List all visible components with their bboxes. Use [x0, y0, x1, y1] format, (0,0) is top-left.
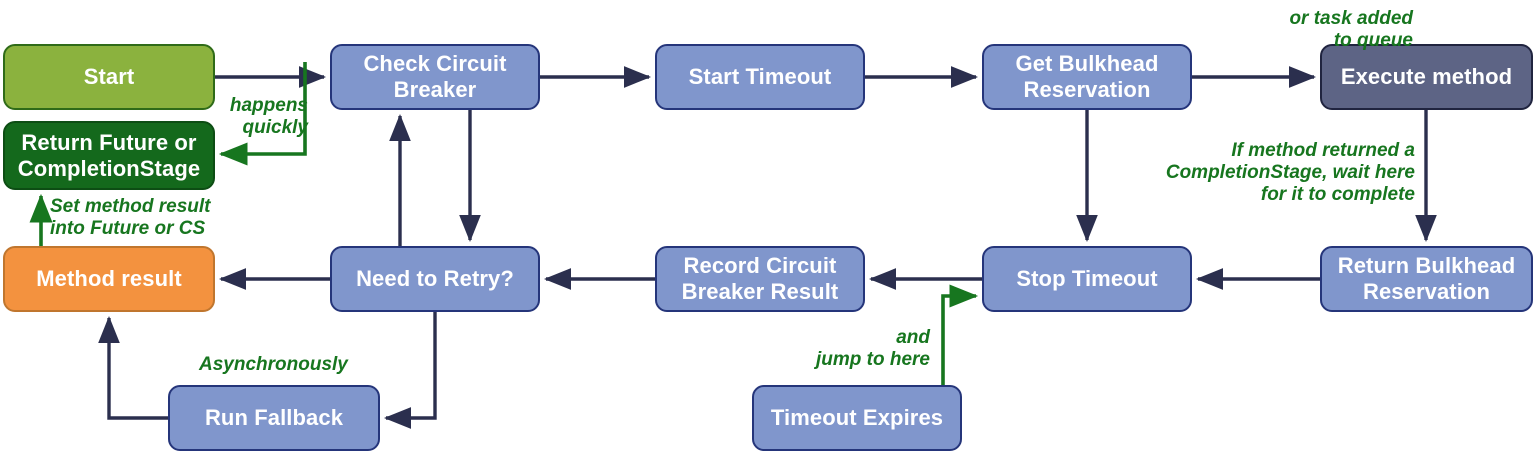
node-method-result[interactable]: Method result — [3, 246, 215, 312]
edge-label-or-task-added: or task added to queue — [1289, 8, 1413, 51]
node-start-timeout[interactable]: Start Timeout — [655, 44, 865, 110]
node-stop-timeout-label: Stop Timeout — [1016, 266, 1158, 292]
node-return-future[interactable]: Return Future or CompletionStage — [3, 121, 215, 190]
node-return-bulkhead-reservation[interactable]: Return Bulkhead Reservation — [1320, 246, 1533, 312]
node-run-fallback[interactable]: Run Fallback — [168, 385, 380, 451]
node-check-circuit-breaker-label: Check Circuit Breaker — [363, 51, 507, 102]
node-start[interactable]: Start — [3, 44, 215, 110]
node-get-bulkhead-reservation[interactable]: Get Bulkhead Reservation — [982, 44, 1192, 110]
edge-need-retry-to-run-fallback — [383, 312, 437, 429]
node-method-result-label: Method result — [36, 266, 182, 292]
node-execute-method-label: Execute method — [1340, 64, 1513, 90]
node-execute-method[interactable]: Execute method — [1320, 44, 1533, 110]
node-timeout-expires[interactable]: Timeout Expires — [752, 385, 962, 451]
node-stop-timeout[interactable]: Stop Timeout — [982, 246, 1192, 312]
node-start-label: Start — [83, 64, 135, 90]
edge-label-wait-for-completion-stage: If method returned a CompletionStage, wa… — [1165, 140, 1415, 205]
edge-label-set-method-result: Set method result into Future or CS — [50, 196, 211, 239]
node-get-bulkhead-reservation-label: Get Bulkhead Reservation — [1015, 51, 1159, 102]
edge-run-fallback-to-method-result — [98, 315, 168, 420]
node-return-bulkhead-reservation-label: Return Bulkhead Reservation — [1337, 253, 1516, 304]
node-check-circuit-breaker[interactable]: Check Circuit Breaker — [330, 44, 540, 110]
node-run-fallback-label: Run Fallback — [204, 405, 344, 431]
node-record-circuit-breaker-result-label: Record Circuit Breaker Result — [681, 253, 839, 304]
node-record-circuit-breaker-result[interactable]: Record Circuit Breaker Result — [655, 246, 865, 312]
edge-label-and-jump-to-here: and jump to here — [815, 327, 930, 370]
node-return-future-label: Return Future or CompletionStage — [17, 129, 201, 181]
node-need-to-retry[interactable]: Need to Retry? — [330, 246, 540, 312]
node-timeout-expires-label: Timeout Expires — [770, 405, 944, 431]
edge-label-happens-quickly: happens quickly — [229, 95, 308, 138]
node-need-to-retry-label: Need to Retry? — [356, 266, 514, 292]
edge-label-asynchronously: Asynchronously — [199, 354, 348, 375]
edge-timeout-expires-to-stop-timeout — [941, 284, 979, 385]
node-start-timeout-label: Start Timeout — [688, 64, 832, 90]
edge-check-circuit-to-return-future — [218, 62, 307, 166]
